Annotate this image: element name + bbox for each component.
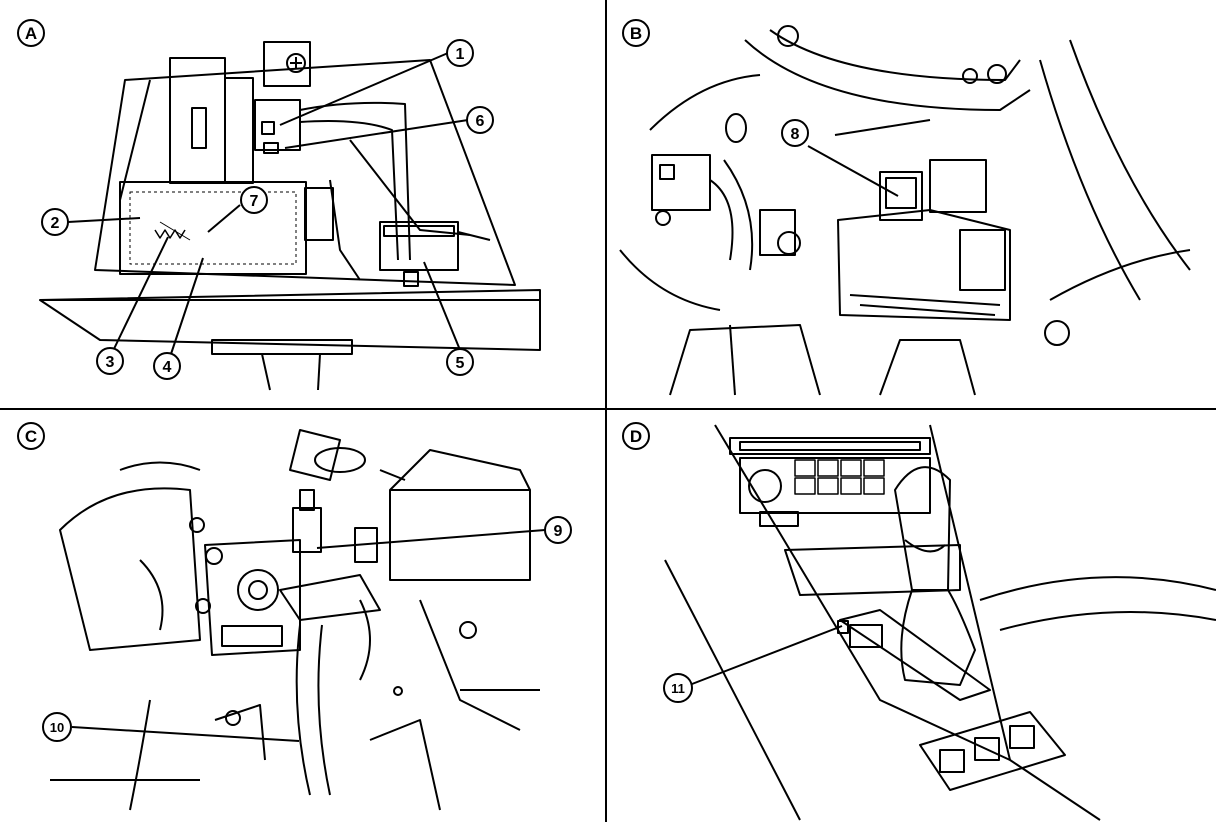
panel-b-leaders — [807, 145, 899, 197]
svg-text:2: 2 — [51, 215, 60, 232]
panel-label-b: B — [622, 19, 650, 47]
callout-2: 2 — [41, 208, 69, 236]
panel-label-c: C — [17, 422, 45, 450]
svg-text:11: 11 — [671, 681, 685, 696]
callout-3: 3 — [96, 347, 124, 375]
callout-7: 7 — [240, 186, 268, 214]
svg-text:3: 3 — [106, 354, 115, 371]
panel-d-illustration — [664, 424, 1216, 821]
panel-a-illustration — [39, 41, 541, 391]
svg-text:6: 6 — [476, 113, 485, 130]
svg-text:7: 7 — [250, 193, 259, 210]
callout-11: 11 — [663, 673, 693, 703]
svg-text:B: B — [630, 24, 642, 43]
panel-c-illustration — [50, 429, 540, 811]
callout-9: 9 — [544, 516, 572, 544]
svg-text:4: 4 — [163, 359, 172, 376]
svg-text:10: 10 — [50, 720, 64, 735]
svg-text:1: 1 — [456, 46, 465, 63]
svg-text:9: 9 — [554, 523, 563, 540]
panel-c-leaders — [71, 529, 546, 742]
panel-a-leaders — [67, 52, 469, 358]
callout-10: 10 — [42, 712, 72, 742]
svg-text:D: D — [630, 427, 642, 446]
panel-d-leaders — [691, 625, 843, 685]
panel-label-d: D — [622, 422, 650, 450]
callout-1: 1 — [446, 39, 474, 67]
panel-b-illustration — [619, 25, 1191, 396]
svg-text:C: C — [25, 427, 37, 446]
callout-8: 8 — [781, 119, 809, 147]
svg-text:A: A — [25, 24, 37, 43]
panel-label-a: A — [17, 19, 45, 47]
callout-6: 6 — [466, 106, 494, 134]
svg-text:5: 5 — [456, 355, 465, 372]
svg-text:8: 8 — [791, 126, 800, 143]
callout-5: 5 — [446, 348, 474, 376]
callout-4: 4 — [153, 352, 181, 380]
